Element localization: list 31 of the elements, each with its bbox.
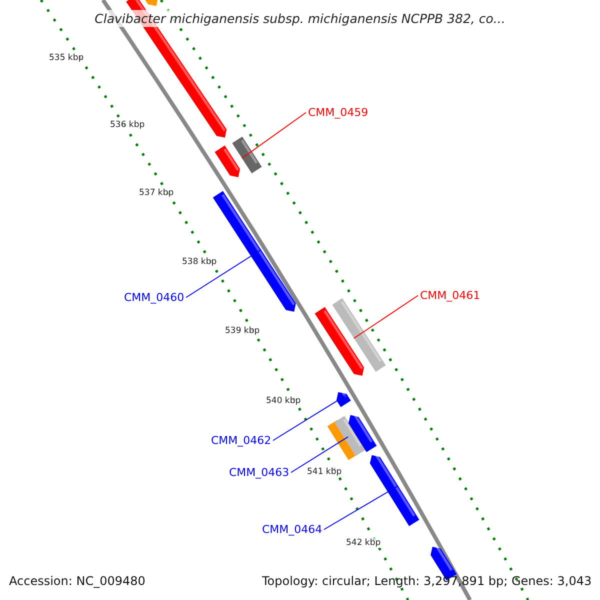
gene-feature xyxy=(232,136,262,174)
leader-line xyxy=(353,295,418,339)
gene-feature xyxy=(214,145,240,178)
gene-label: CMM_0461 xyxy=(420,289,480,302)
leader-line xyxy=(186,249,262,298)
gene-feature xyxy=(370,454,420,526)
gene-feature xyxy=(334,416,366,456)
tick-label: 539 kbp xyxy=(225,326,260,336)
gene-feature xyxy=(332,298,386,372)
tick-label: 542 kbp xyxy=(346,538,381,548)
gene-feature xyxy=(336,392,351,408)
tick-label: 540 kbp xyxy=(266,396,301,406)
leader-line xyxy=(324,485,399,530)
leader-line xyxy=(272,394,348,441)
gene-label: CMM_0463 xyxy=(229,466,290,479)
tick-label: 541 kbp xyxy=(307,467,342,477)
leader-line xyxy=(241,112,306,159)
footer-text: Topology: circular; Length: 3,297,891 bp; Genes: 3,043 xyxy=(262,574,592,588)
leader-line xyxy=(290,436,349,473)
footer-text: Accession: NC_009480 xyxy=(9,574,146,588)
tick-label: 538 kbp xyxy=(182,257,217,267)
gene-label: CMM_0460 xyxy=(124,291,184,304)
gene-label: CMM_0462 xyxy=(211,434,272,447)
gene-feature xyxy=(348,414,377,452)
gene-label: CMM_0464 xyxy=(262,523,322,536)
tick-label: 537 kbp xyxy=(139,188,174,198)
gene-feature xyxy=(144,0,158,6)
gene-feature xyxy=(314,307,364,376)
tick-label: 535 kbp xyxy=(49,53,84,63)
gene-label: CMM_0459 xyxy=(308,106,368,119)
tick-label: 536 kbp xyxy=(110,120,145,130)
